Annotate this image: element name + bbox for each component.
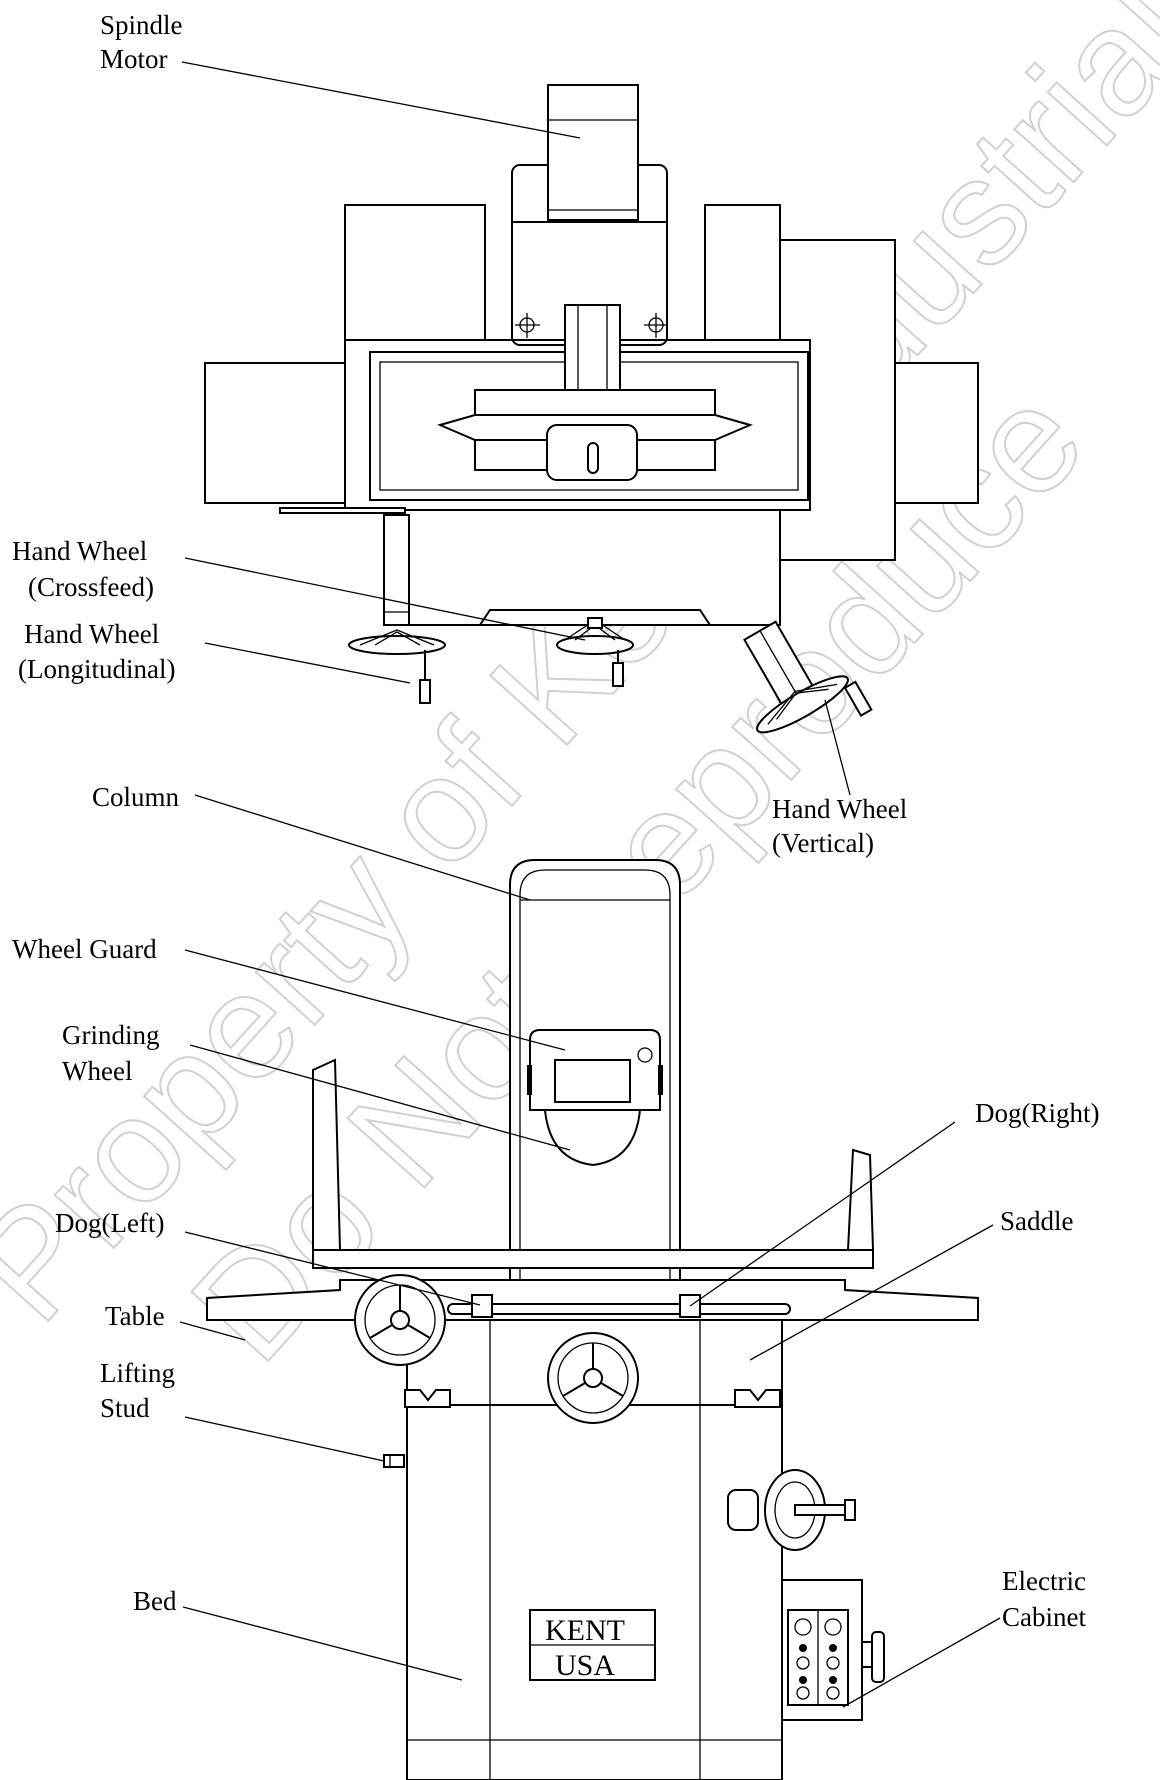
longitudinal-shaft bbox=[383, 514, 410, 626]
label-hand-wheel-crossfeed-1: Hand Wheel bbox=[12, 536, 147, 566]
left-wing-block bbox=[204, 362, 346, 504]
label-spindle-motor-2: Motor bbox=[100, 44, 168, 74]
hand-wheel-crossfeed-front bbox=[547, 1332, 639, 1424]
longitudinal-handle bbox=[419, 679, 431, 704]
bed bbox=[406, 1404, 783, 1780]
spindle-motor bbox=[547, 84, 639, 221]
vblock-right bbox=[734, 1389, 781, 1408]
dog-rail bbox=[447, 1303, 791, 1315]
vblock-left bbox=[404, 1389, 451, 1408]
label-grinding-wheel-1: Grinding bbox=[62, 1020, 160, 1050]
vertical-hand-wheel-top bbox=[743, 620, 873, 734]
label-hand-wheel-crossfeed-2: (Crossfeed) bbox=[28, 572, 154, 602]
base-ledge bbox=[279, 507, 406, 514]
hand-wheel-longitudinal-front bbox=[354, 1274, 446, 1366]
label-lifting-stud-1: Lifting bbox=[100, 1358, 175, 1388]
label-hand-wheel-vertical-2: (Vertical) bbox=[772, 828, 874, 858]
splash-guard-left bbox=[312, 1058, 342, 1251]
crossfeed-wheel-top bbox=[556, 635, 634, 655]
nameplate-line-1: KENT bbox=[545, 1614, 625, 1647]
lifting-stud bbox=[383, 1454, 405, 1468]
left-upright bbox=[344, 204, 486, 356]
labels: Spindle Motor Hand Wheel (Crossfeed) Han… bbox=[12, 10, 1100, 1632]
label-grinding-wheel-2: Wheel bbox=[62, 1056, 132, 1086]
table-top bbox=[312, 1249, 874, 1269]
cabinet-handle bbox=[861, 1641, 873, 1668]
label-wheel-guard: Wheel Guard bbox=[12, 934, 157, 964]
label-table: Table bbox=[105, 1301, 165, 1331]
label-column: Column bbox=[92, 782, 180, 812]
label-electric-cabinet-2: Cabinet bbox=[1002, 1602, 1086, 1632]
label-hand-wheel-vertical-1: Hand Wheel bbox=[772, 794, 907, 824]
label-electric-cabinet-1: Electric bbox=[1002, 1566, 1086, 1596]
front-view: KENT USA bbox=[206, 859, 979, 1780]
nameplate-line-2: USA bbox=[555, 1649, 615, 1682]
label-hand-wheel-longitudinal-1: Hand Wheel bbox=[24, 619, 159, 649]
label-spindle-motor-1: Spindle bbox=[100, 10, 183, 40]
label-bed: Bed bbox=[133, 1586, 177, 1616]
guard-window bbox=[554, 1059, 631, 1103]
label-hand-wheel-longitudinal-2: (Longitudinal) bbox=[18, 654, 175, 684]
top-view bbox=[204, 84, 979, 734]
splash-guard-right bbox=[846, 1148, 875, 1251]
dog-left bbox=[471, 1294, 493, 1318]
crossfeed-handle bbox=[612, 662, 624, 687]
hand-wheel-vertical-front bbox=[727, 1469, 856, 1551]
label-dog-left: Dog(Left) bbox=[55, 1208, 164, 1238]
crosshair-right bbox=[644, 313, 668, 338]
leader-lines bbox=[179, 61, 1001, 1708]
label-lifting-stud-2: Stud bbox=[100, 1393, 150, 1423]
top-base bbox=[404, 509, 781, 626]
right-upright bbox=[704, 204, 781, 356]
crosshair-left bbox=[515, 313, 540, 338]
grinding-wheel bbox=[543, 1109, 642, 1167]
longitudinal-wheel-top bbox=[348, 635, 446, 655]
label-saddle: Saddle bbox=[1000, 1206, 1074, 1236]
label-dog-right: Dog(Right) bbox=[975, 1098, 1100, 1128]
